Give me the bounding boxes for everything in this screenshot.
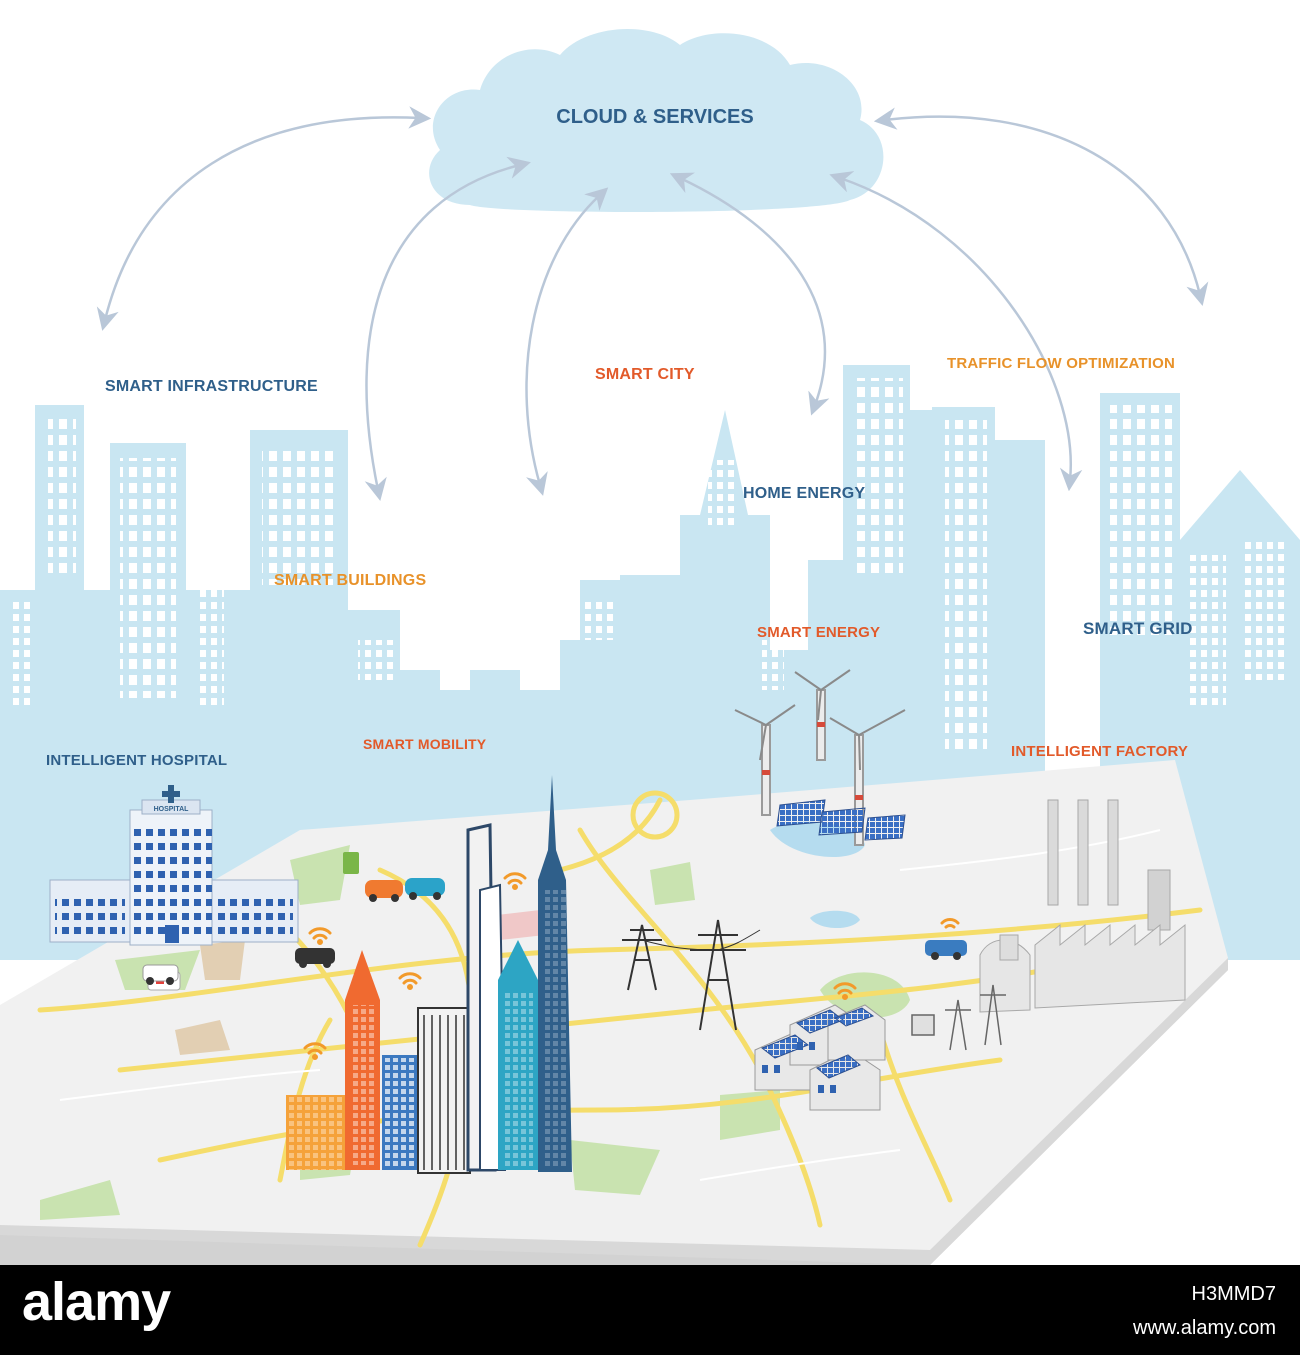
factory xyxy=(979,799,1186,1013)
substation xyxy=(911,984,1006,1051)
alamy-logo: alamy xyxy=(22,1272,171,1332)
label-smart-buildings: SMART BUILDINGS xyxy=(274,572,427,589)
image-id: H3MMD7 xyxy=(1191,1283,1276,1305)
cloud-shape xyxy=(429,28,884,212)
label-intelligent-hospital: INTELLIGENT HOSPITAL xyxy=(46,752,228,769)
power-pylons xyxy=(622,919,761,1031)
label-smart-mobility: SMART MOBILITY xyxy=(363,736,487,752)
solar-houses xyxy=(754,1004,886,1111)
cloud-label: CLOUD & SERVICES xyxy=(556,106,754,128)
connection-arrows xyxy=(96,106,1209,502)
wind-turbines xyxy=(734,669,906,846)
label-home-energy: HOME ENERGY xyxy=(743,485,866,502)
label-smart-energy: SMART ENERGY xyxy=(757,624,881,641)
solar-panels xyxy=(776,799,906,841)
label-intelligent-factory: INTELLIGENT FACTORY xyxy=(1011,743,1189,760)
footer-url: www.alamy.com xyxy=(1133,1317,1276,1339)
smart-city-diagram: HOSPITAL xyxy=(0,28,1300,1265)
skyscrapers xyxy=(286,775,572,1174)
watermark-footer: alamy H3MMD7 www.alamy.com xyxy=(0,1265,1300,1355)
label-traffic-flow-optimization: TRAFFIC FLOW OPTIMIZATION xyxy=(947,355,1176,372)
hospital-sign: HOSPITAL xyxy=(154,806,190,813)
vehicles xyxy=(142,852,967,985)
wifi-icons xyxy=(303,872,960,1060)
label-smart-infrastructure: SMART INFRASTRUCTURE xyxy=(105,378,318,395)
label-smart-grid: SMART GRID xyxy=(1083,619,1193,638)
label-smart-city: SMART CITY xyxy=(595,366,695,383)
